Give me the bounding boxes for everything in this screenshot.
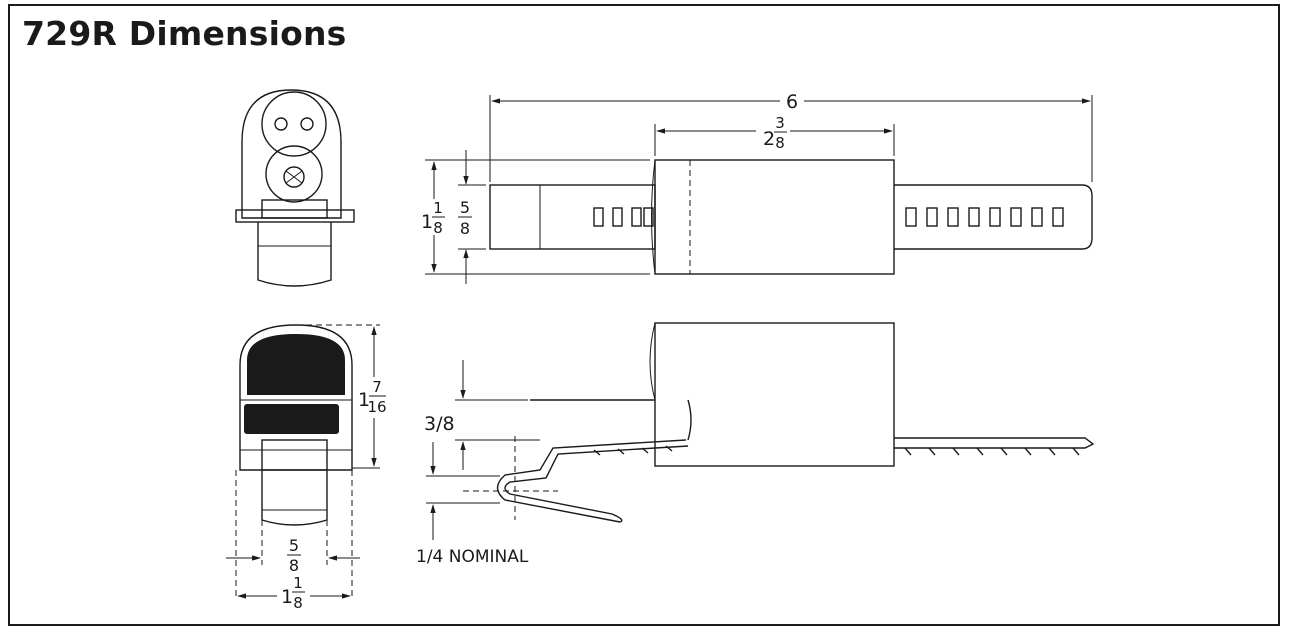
overall-length-label: 6 [786,91,798,113]
front-inner-width-label: 5 8 [287,536,301,575]
front-height-num: 7 [372,378,382,396]
front-outer-width-label: 1 1 8 [281,574,305,612]
bottom-side-view [426,322,1095,540]
body-length-label: 2 3 8 [763,114,787,152]
front-height-label: 1 7 16 [358,378,387,416]
bottom-front-view [226,324,380,600]
tail-height-num: 5 [460,198,470,217]
top-plan-view [425,95,1093,284]
body-height-label: 1 1 8 [421,199,445,237]
front-outer-width-whole: 1 [281,586,293,608]
body-height-num: 1 [433,199,443,217]
clip-offset-label: 3/8 [424,413,455,435]
front-height-whole: 1 [358,389,370,411]
tail-height-den: 8 [460,219,470,238]
top-end-view [235,89,355,287]
front-height-den: 16 [367,398,386,416]
front-inner-width-num: 5 [289,536,299,555]
front-outer-width-num: 1 [293,574,303,592]
front-outer-width-den: 8 [293,594,303,612]
diagram-frame [8,4,1280,626]
page-title: 729R Dimensions [22,14,347,53]
body-length-num: 3 [775,114,785,132]
tail-height-label: 5 8 [458,198,472,238]
body-length-den: 8 [775,134,785,152]
front-inner-width-den: 8 [289,556,299,575]
body-height-den: 8 [433,219,443,237]
clip-gap-label: 1/4 NOMINAL [416,547,529,567]
body-height-whole: 1 [421,211,433,233]
body-length-whole: 2 [763,128,775,150]
